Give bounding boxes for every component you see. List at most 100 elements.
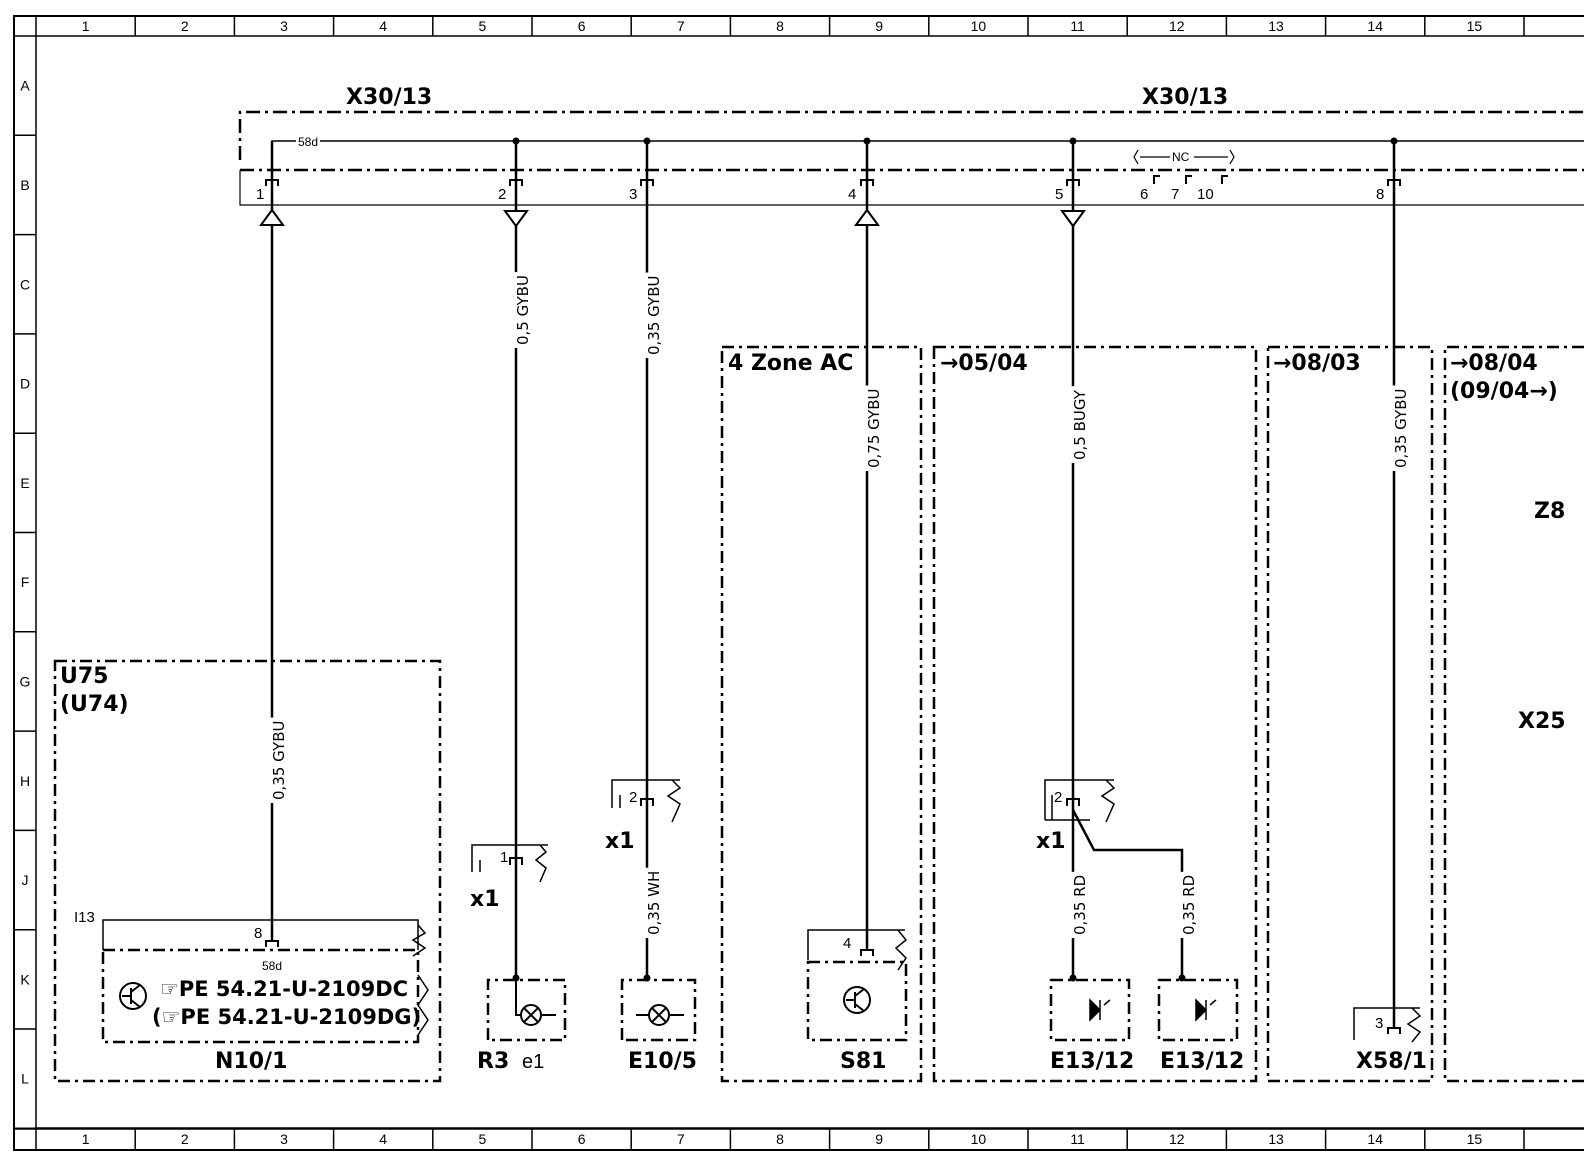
signal-arrows: [259, 208, 1086, 228]
label-e13-12-a: E13/12: [1050, 1049, 1134, 1074]
pin-1: 1: [256, 186, 264, 203]
component-s81: 4 S81: [806, 929, 908, 1074]
column-index-label: 11: [1070, 1131, 1085, 1147]
row-index-label: E: [20, 475, 29, 491]
pin-4: 4: [848, 186, 856, 203]
e10-5-x1: x1: [605, 829, 635, 854]
wire-label-e105: 0,35 WH: [645, 871, 663, 935]
row-index-label: B: [20, 177, 29, 193]
column-index-label: 3: [280, 1131, 288, 1147]
label-e10-5: E10/5: [628, 1049, 697, 1074]
row-index-label: L: [21, 1071, 29, 1087]
column-index-label: 8: [776, 18, 784, 34]
r3-pin1: 1: [500, 849, 508, 866]
label-r3: R3: [477, 1049, 509, 1074]
column-index-label: 8: [776, 1131, 784, 1147]
component-e13-12-b: E13/12: [1157, 974, 1244, 1074]
label-z8: Z8: [1534, 499, 1565, 524]
row-index-label: C: [20, 276, 30, 292]
pin-2: 2: [498, 186, 506, 203]
drawing-frame: [13, 15, 1584, 1151]
column-index-label: 13: [1268, 18, 1284, 34]
pin-58d-label: 58d: [298, 135, 318, 149]
label-e1: e1: [522, 1051, 544, 1073]
row-index-label: G: [20, 673, 31, 689]
pin-6: 6: [1140, 186, 1148, 203]
label-e13-12-b: E13/12: [1160, 1049, 1244, 1074]
column-index-label: 1: [82, 18, 90, 34]
column-index-label: 12: [1169, 1131, 1185, 1147]
connector-x30-13: X30/13 X30/13 58d NC 6 7 10: [238, 85, 1584, 206]
box-label-0804: →08/04: [1450, 351, 1538, 376]
socket-marks: [265, 179, 1401, 186]
component-e13-12-a: E13/12: [1049, 974, 1134, 1074]
wire-label-pin4: 0,75 GYBU: [865, 389, 883, 468]
column-index-label: 14: [1367, 1131, 1383, 1147]
zone-labels: U75 (U74) 4 Zone AC →05/04 →08/03 →08/04…: [60, 351, 1566, 734]
r3-x1: x1: [470, 887, 500, 912]
column-index-label: 11: [1070, 18, 1085, 34]
component-n10-1: I13 8 58d ☞PE 54.21-U-2109DC (☞PE 54.21-…: [74, 909, 429, 1074]
label-x25: X25: [1518, 709, 1566, 734]
column-index-label: 5: [479, 1131, 487, 1147]
wire-label-pin1: 0,35 GYBU: [270, 721, 288, 800]
wire-label-rd1: 0,35 RD: [1071, 875, 1089, 935]
column-index-label: 12: [1169, 18, 1185, 34]
column-index-label: 15: [1467, 1131, 1483, 1147]
n10-1-pin8: 8: [254, 925, 262, 942]
row-index-label: F: [21, 574, 30, 590]
wire-label-pin8: 0,35 GYBU: [1392, 389, 1410, 468]
row-index-label: K: [20, 971, 30, 987]
wire-label-pin5: 0,5 BUGY: [1071, 389, 1089, 460]
label-i13: I13: [74, 909, 95, 926]
column-index-label: 13: [1268, 1131, 1284, 1147]
column-index-label: 2: [181, 18, 189, 34]
box-label-u75: U75: [60, 664, 108, 689]
x58-1-pin3: 3: [1375, 1015, 1383, 1032]
column-index-label: 2: [181, 1131, 189, 1147]
row-index-label: A: [20, 78, 30, 94]
box-label-zone-ac: 4 Zone AC: [728, 351, 853, 376]
column-index-label: 1: [82, 1131, 90, 1147]
pin-8: 8: [1376, 186, 1384, 203]
box-label-0803: →08/03: [1273, 351, 1361, 376]
label-n10-1: N10/1: [215, 1049, 287, 1074]
row-index-label: H: [20, 773, 30, 789]
pin-5: 5: [1055, 186, 1063, 203]
n10-1-58d: 58d: [262, 959, 282, 973]
e10-5-pin2: 2: [629, 789, 637, 806]
component-x58-1: 3 X58/1: [1353, 1007, 1427, 1074]
e13-12-pin2: 2: [1054, 789, 1062, 806]
column-index-label: 10: [971, 18, 987, 34]
column-index-label: 4: [379, 18, 387, 34]
ref-pe-2109dg: (☞PE 54.21-U-2109DG): [152, 1005, 421, 1029]
connector-label-right: X30/13: [1142, 85, 1228, 110]
row-index-label: J: [22, 872, 29, 888]
component-r3: 1 x1 R3 e1: [470, 844, 567, 1074]
connector-label-left: X30/13: [346, 85, 432, 110]
wire-label-pin3: 0,35 GYBU: [645, 276, 663, 355]
row-index: A B C D E F G H J K L: [20, 78, 31, 1087]
column-index-label: 9: [875, 18, 883, 34]
column-index-label: 14: [1367, 18, 1383, 34]
column-index-label: 15: [1467, 18, 1483, 34]
column-index-label: 7: [677, 1131, 685, 1147]
pin-3: 3: [629, 186, 637, 203]
wire-label-pin2: 0,5 GYBU: [514, 275, 532, 345]
column-index-label: 5: [479, 18, 487, 34]
column-index-label: 6: [578, 1131, 586, 1147]
wire-label-rd2: 0,35 RD: [1180, 875, 1198, 935]
column-index-label: 7: [677, 18, 685, 34]
zone-boxes: [53, 345, 1584, 1083]
wire-labels: 0,5 GYBU 0,35 GYBU 0,75 GYBU 0,5 BUGY 0,…: [269, 272, 1411, 938]
column-index-label: 10: [971, 1131, 987, 1147]
s81-pin4: 4: [843, 935, 851, 952]
component-e10-5: 2 x1 E10/5: [605, 779, 697, 1074]
box-label-u74: (U74): [60, 692, 129, 717]
row-index-label: D: [20, 376, 30, 392]
pin-7: 7: [1171, 186, 1179, 203]
column-index-label: 4: [379, 1131, 387, 1147]
nc-pin-stubs: [1153, 175, 1228, 184]
